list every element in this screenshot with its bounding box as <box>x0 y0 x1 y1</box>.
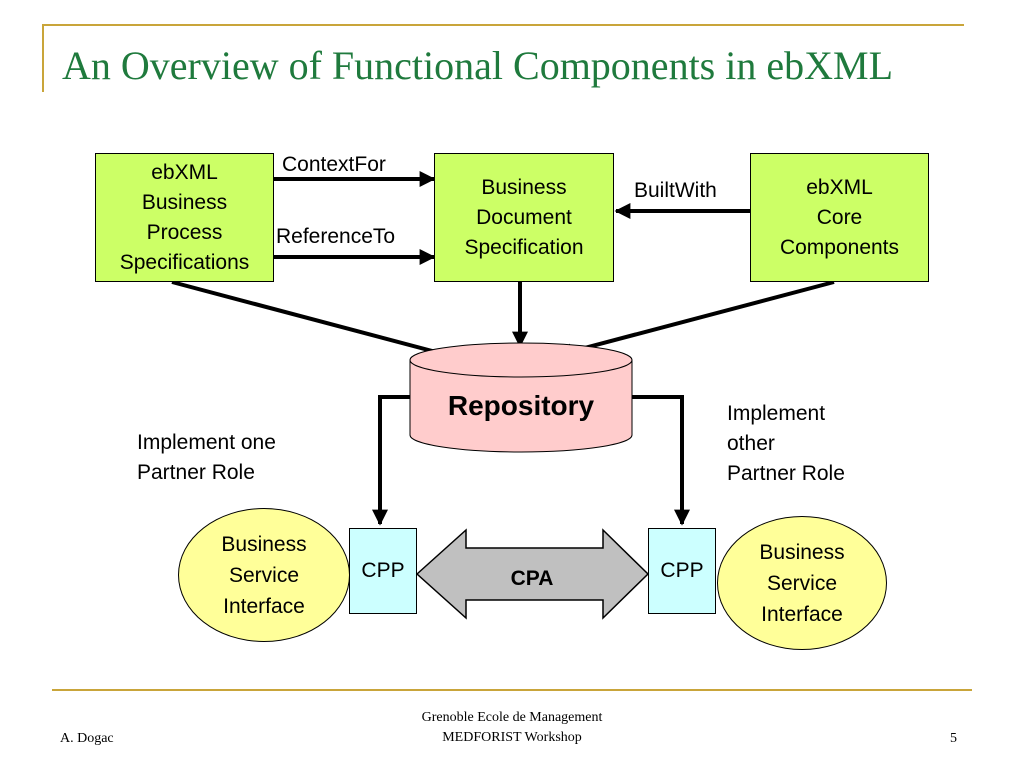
bds-line-1: Business <box>481 175 567 199</box>
footer-page-number: 5 <box>950 731 957 746</box>
left-role-line-1: Implement one <box>137 431 276 454</box>
bps-line-3: Process <box>146 220 223 244</box>
cpp-left-box: CPP <box>349 528 417 614</box>
repository-cylinder <box>409 342 633 453</box>
context-for-label: ContextFor <box>282 153 386 176</box>
left-business-service-interface: Business Service Interface <box>178 508 350 642</box>
cpa-label: CPA <box>510 567 554 590</box>
footer-venue: Grenoble Ecole de Management MEDFORIST W… <box>362 708 662 748</box>
left-role-line-2: Partner Role <box>137 461 255 484</box>
core-line-2: Core <box>816 205 863 229</box>
repository-label: Repository <box>447 390 595 421</box>
business-process-specifications-box: ebXML Business Process Specifications <box>95 153 274 282</box>
repository-to-cpp-right-arrow <box>632 395 690 526</box>
right-role-line-1: Implement <box>727 402 826 425</box>
core-to-repository-arrow <box>556 280 835 360</box>
core-line-1: ebXML <box>806 175 873 199</box>
top-rule <box>42 24 964 26</box>
bps-line-4: Specifications <box>119 250 250 274</box>
core-line-3: Components <box>779 235 900 259</box>
repository-to-cpp-left-arrow <box>372 395 410 526</box>
slide-title: An Overview of Functional Components in … <box>62 43 893 88</box>
right-role-line-3: Partner Role <box>727 462 845 485</box>
right-role-label: Implement other Partner Role <box>727 399 845 489</box>
footer-author: A. Dogac <box>60 731 114 746</box>
footer-venue-line-2: MEDFORIST Workshop <box>442 730 582 745</box>
left-interface-line-1: Business <box>221 532 307 556</box>
bds-line-3: Specification <box>464 235 584 259</box>
left-interface-line-2: Service <box>228 563 300 587</box>
right-role-line-2: other <box>727 432 775 455</box>
left-rule <box>42 24 44 92</box>
reference-to-label: ReferenceTo <box>276 225 396 248</box>
right-interface-line-2: Service <box>766 571 838 595</box>
cpp-right-box: CPP <box>648 528 716 614</box>
bps-line-2: Business <box>141 190 228 214</box>
right-interface-line-3: Interface <box>761 602 843 626</box>
bottom-rule <box>52 689 972 691</box>
right-business-service-interface: Business Service Interface <box>717 516 887 650</box>
bds-line-2: Document <box>476 205 572 229</box>
left-interface-line-3: Interface <box>223 594 305 618</box>
right-interface-line-1: Business <box>759 540 845 564</box>
business-document-specification-box: Business Document Specification <box>434 153 614 282</box>
core-components-box: ebXML Core Components <box>750 153 929 282</box>
left-role-label: Implement one Partner Role <box>137 428 276 488</box>
built-with-label: BuiltWith <box>634 179 717 202</box>
bps-line-1: ebXML <box>151 160 218 184</box>
footer-venue-line-1: Grenoble Ecole de Management <box>421 710 603 725</box>
